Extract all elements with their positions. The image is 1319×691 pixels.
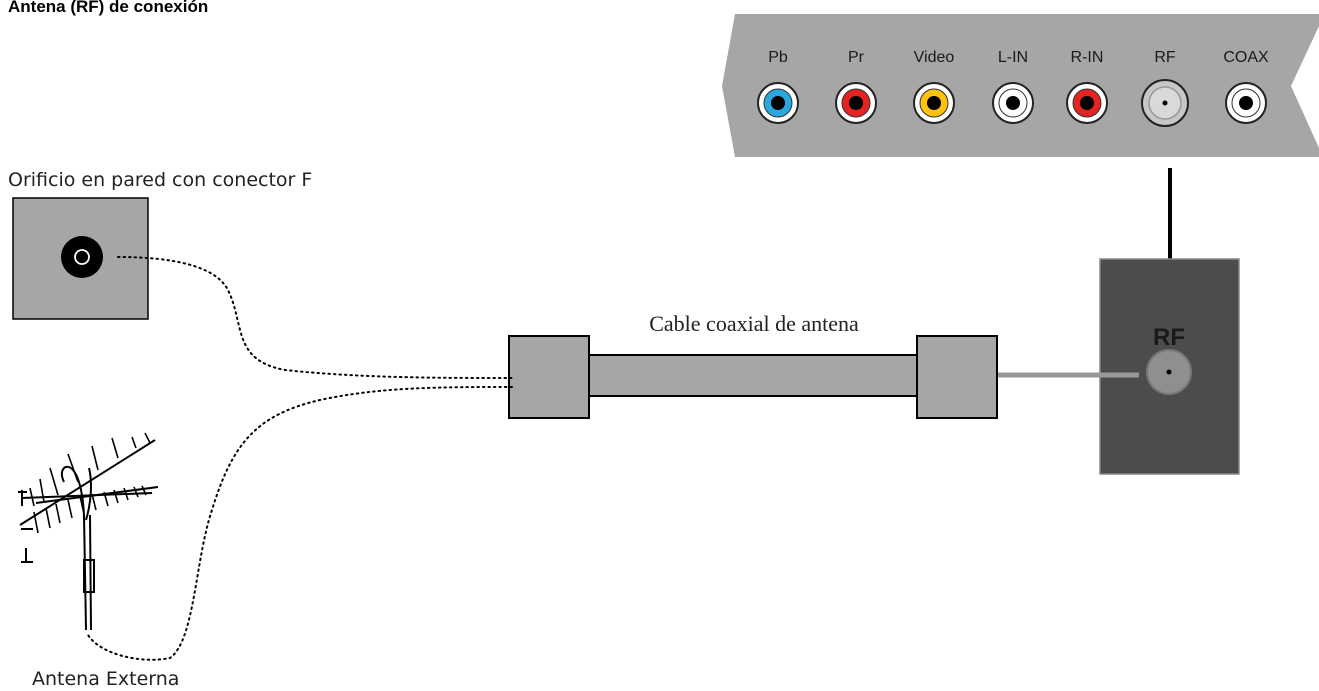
antenna-icon (18, 432, 159, 631)
f-connector-icon[interactable] (61, 236, 103, 278)
rf-box-label: RF (1153, 324, 1185, 351)
port-label-3: L-IN (998, 49, 1028, 66)
port-jack-1[interactable] (835, 82, 877, 124)
tv-back-panel: Pb Pr Video L-IN R-IN RF COAX (722, 14, 1319, 157)
port-label-1: Pr (848, 49, 865, 66)
wall-outlet-label: Orificio en pared con conector F (8, 169, 312, 191)
port-jack-3[interactable] (992, 82, 1034, 124)
port-row: Pb Pr Video L-IN R-IN RF COAX (757, 49, 1269, 127)
port-jack-6[interactable] (1225, 82, 1267, 124)
port-label-2: Video (914, 49, 955, 66)
coaxial-cable: Cable coaxial de antena (508, 311, 998, 419)
port-jack-4[interactable] (1066, 82, 1108, 124)
dotted-connections (87, 256, 513, 661)
port-label-6: COAX (1223, 49, 1269, 66)
cable-label: Cable coaxial de antena (649, 311, 859, 336)
port-jack-0[interactable] (757, 82, 799, 124)
port-label-5: RF (1154, 49, 1176, 66)
cable-connector-right[interactable] (916, 335, 998, 419)
wall-outlet: Orificio en pared con conector F (8, 169, 312, 320)
rf-input-box: RF (1099, 258, 1240, 475)
port-label-4: R-IN (1071, 49, 1104, 66)
port-jack-5[interactable] (1141, 79, 1189, 127)
port-label-0: Pb (768, 49, 788, 66)
cable-connector-left[interactable] (508, 335, 590, 419)
port-jack-2[interactable] (913, 82, 955, 124)
antenna-label: Antena Externa (32, 668, 179, 690)
diagram-title: Antena (RF) de conexión (8, 0, 209, 16)
